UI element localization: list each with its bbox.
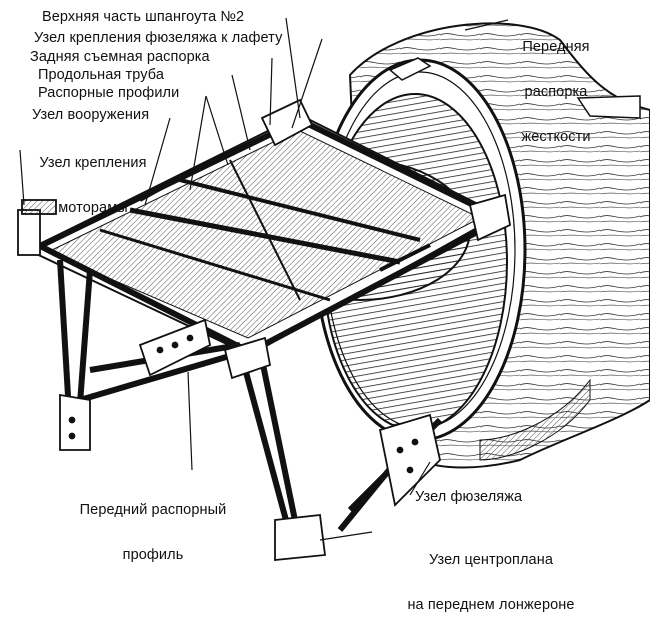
label-engine-mount-line-1: Узел крепления (39, 155, 147, 171)
label-center-wing-line-2: на переднем лонжероне (407, 597, 575, 613)
label-armament-node: Узел вооружения (32, 107, 150, 123)
label-front-strut: Передняя распорка жесткости (508, 10, 604, 175)
label-frame-top: Верхняя часть шпангоута №2 (42, 9, 245, 25)
label-fuselage-mount: Узел крепления фюзеляжа к лафету (34, 30, 283, 46)
label-front-strut-line-1: Передняя (522, 39, 590, 55)
label-front-strut-line-3: жесткости (521, 129, 591, 145)
engine-mount-node (17, 199, 57, 256)
gusset-plates (59, 318, 441, 561)
label-front-spacer-line-1: Передний распорный (79, 502, 227, 518)
label-fuselage-node: Узел фюзеляжа (415, 489, 523, 505)
label-engine-mount-line-2: моторамы (58, 200, 128, 216)
upper-truss (25, 113, 503, 357)
label-rear-strut: Задняя съемная распорка (30, 49, 210, 65)
label-center-wing: Узел центроплана на переднем лонжероне (372, 523, 610, 643)
label-front-spacer-line-2: профиль (122, 547, 184, 563)
diagram-canvas: Верхняя часть шпангоута №2 Передняя расп… (17, 9, 650, 613)
label-spacers: Распорные профили (38, 85, 180, 101)
leader-lines (19, 17, 509, 541)
label-front-spacer: Передний распорный профиль (60, 473, 246, 593)
label-center-wing-line-1: Узел центроплана (429, 552, 553, 568)
airframe-drawing (17, 17, 650, 561)
label-engine-mount: Узел крепления моторамы (18, 126, 168, 246)
label-front-strut-line-2: распорка (524, 84, 588, 100)
label-long-tube: Продольная труба (38, 67, 164, 83)
